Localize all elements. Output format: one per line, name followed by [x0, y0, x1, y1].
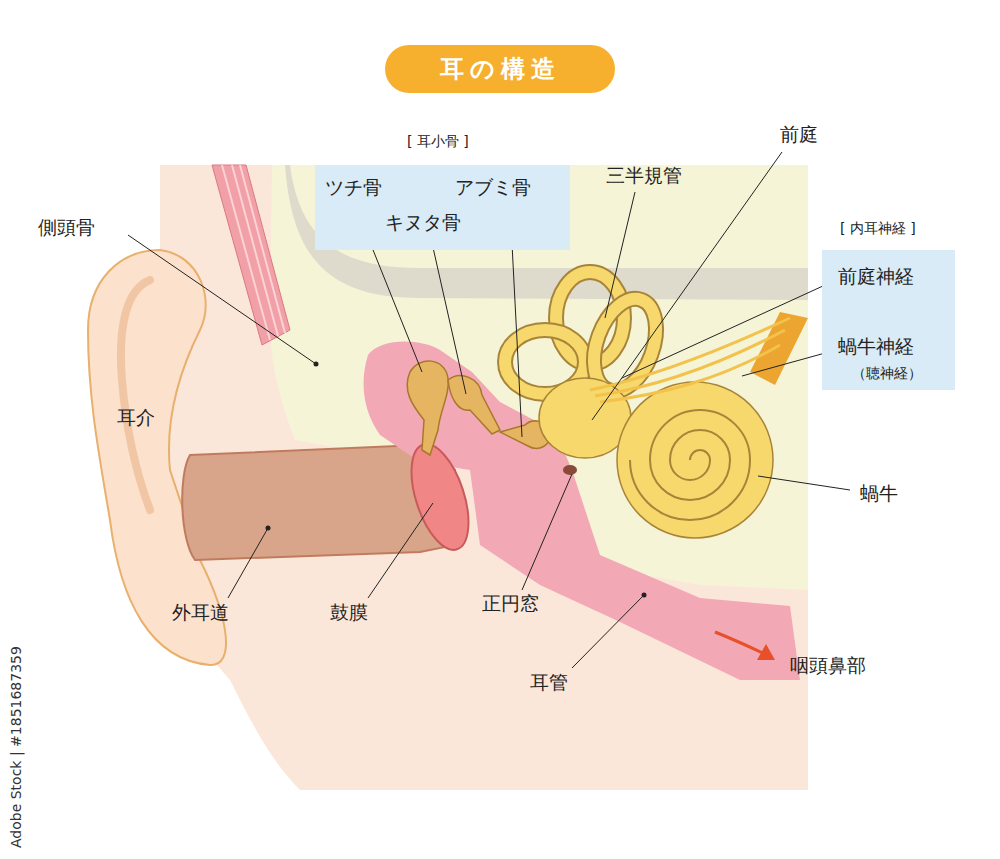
leader-lines [128, 152, 850, 668]
cochlea-spiral [630, 410, 750, 520]
leader-dot [266, 526, 271, 531]
flow-arrow [715, 632, 765, 654]
vestibule [539, 378, 631, 458]
title-pill: 耳の構造 [385, 45, 615, 93]
part-name: 蝸牛神経 [838, 334, 914, 360]
part-name: ツチ骨 [325, 175, 382, 201]
watermark: Adobe Stock | #1851687359 [8, 646, 24, 848]
eardrum [400, 437, 480, 556]
group-heading: [ 内耳神経 ] [840, 220, 916, 238]
part-name: キヌタ骨 [385, 210, 461, 236]
round-window [563, 465, 577, 475]
muscle [212, 165, 290, 345]
muscle-stripe [222, 165, 285, 340]
part-label: 前庭 [780, 122, 818, 148]
nerve-box: [ 内耳神経 ]前庭神経蝸牛神経（聴神経） [822, 250, 955, 390]
cochlea [617, 382, 773, 538]
part-name: 前庭神経 [838, 264, 914, 290]
ossicle-box: [ 耳小骨 ]ツチ骨アブミ骨キヌタ骨 [315, 165, 570, 250]
part-name: （聴神経） [852, 365, 922, 383]
auricle-fold [121, 280, 150, 510]
part-label: 正円窓 [482, 591, 539, 617]
vestibular-nerve [590, 318, 790, 402]
group-heading: [ 耳小骨 ] [407, 133, 469, 151]
leader-dot [642, 593, 647, 598]
part-label: 耳管 [530, 670, 568, 696]
part-label: 蝸牛 [860, 481, 898, 507]
flow-arrowhead [757, 644, 775, 660]
part-label: 咽頭鼻部 [790, 653, 866, 679]
part-name: アブミ骨 [455, 175, 531, 201]
part-label: 側頭骨 [38, 215, 95, 241]
middle-ear [364, 342, 800, 680]
part-label: 鼓膜 [330, 600, 368, 626]
part-label: 耳介 [117, 405, 155, 431]
leader-dot [314, 362, 319, 367]
skull-band [285, 165, 808, 300]
head-skin [160, 165, 808, 790]
part-label: 外耳道 [172, 600, 229, 626]
malleus [407, 361, 448, 455]
part-label: 三半規管 [606, 163, 682, 189]
incus [448, 376, 500, 434]
